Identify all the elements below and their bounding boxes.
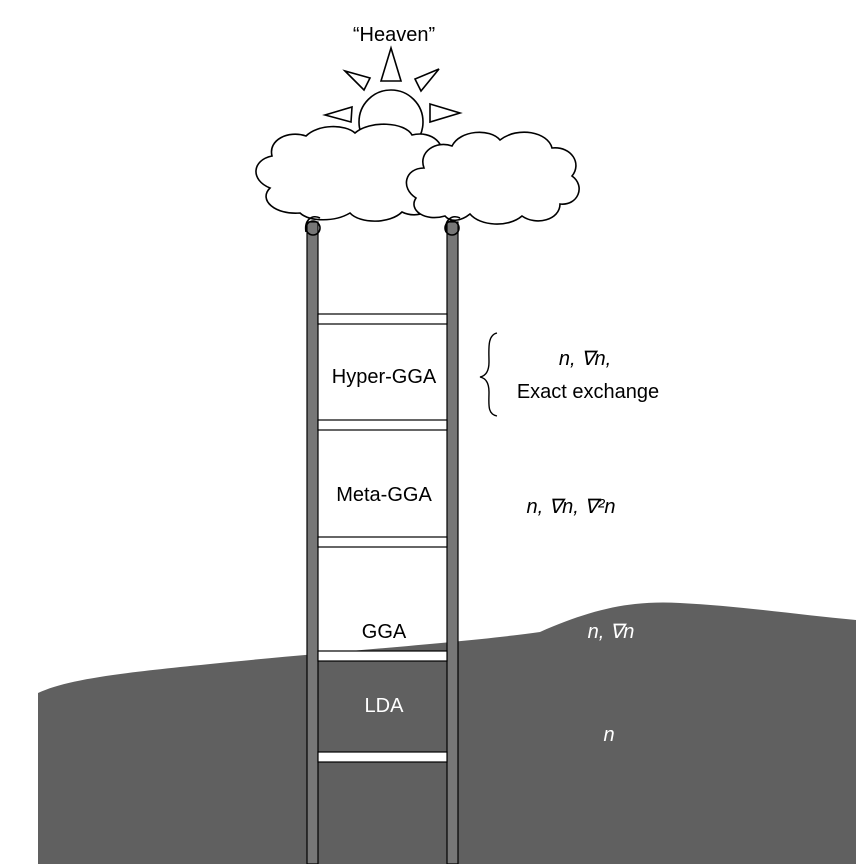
cloud-left (255, 123, 451, 222)
ingredients-hyper-gga-line1: n, ∇n, (559, 348, 611, 370)
ladder-rail-right (446, 221, 459, 864)
rung-label-gga: GGA (362, 621, 407, 643)
ingredients-meta-gga: n, ∇n, ∇²n (526, 496, 615, 518)
ladder-rung (317, 650, 448, 662)
ladder-rung (317, 536, 448, 548)
brace (479, 332, 498, 417)
ingredients-hyper-gga-line2: Exact exchange (517, 381, 659, 403)
ladder-rail-left (306, 221, 319, 864)
ingredients-lda: n (603, 724, 614, 746)
ladder-hook-right (444, 216, 461, 236)
ladder-rung (317, 751, 448, 763)
ingredients-gga: n, ∇n (588, 621, 635, 643)
ladder-rung (317, 419, 448, 431)
cloud-right (405, 131, 580, 225)
rung-label-lda: LDA (365, 695, 405, 717)
ladder-hook-left (304, 216, 321, 236)
heaven-label: “Heaven” (353, 24, 435, 46)
ladder-rung (317, 313, 448, 325)
rung-label-meta-gga: Meta-GGA (336, 484, 432, 506)
rung-label-hyper-gga: Hyper-GGA (332, 366, 437, 388)
